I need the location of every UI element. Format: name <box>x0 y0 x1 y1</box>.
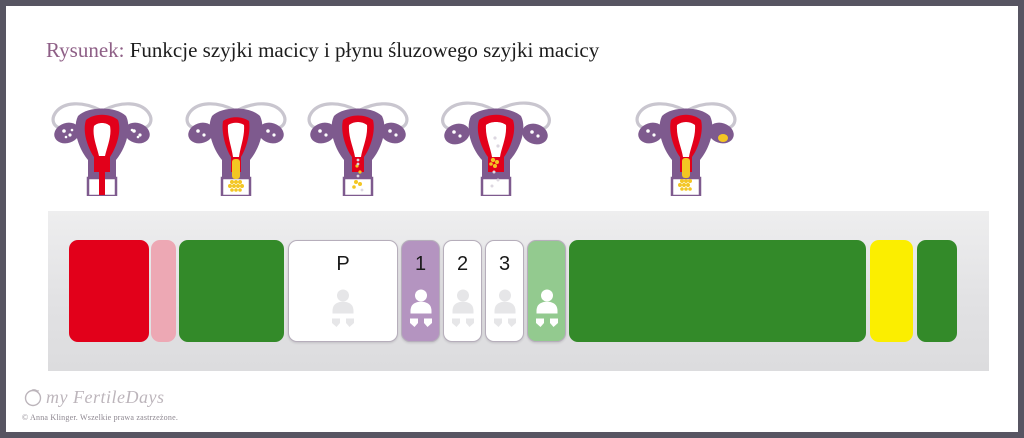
fallopian-tubes-5 <box>635 102 737 130</box>
fallopian-tubes-4 <box>441 101 551 131</box>
uterine-cavity-2 <box>227 122 245 157</box>
brand-logo-text: my FertileDays <box>46 386 165 407</box>
sperm-path-4 <box>490 136 500 188</box>
uterus-diagram-2 <box>185 102 287 196</box>
cell-peak-p[interactable]: P <box>288 240 398 342</box>
cell-post-peak[interactable] <box>527 240 566 342</box>
uterus-diagram-1 <box>51 102 153 196</box>
cervical-mucus-3 <box>352 164 362 189</box>
brand-logo: my FertileDays <box>22 384 322 410</box>
cell-infertile-dry[interactable] <box>179 240 284 342</box>
uterus-diagram-5 <box>635 102 737 196</box>
cervical-mucus-plug-5 <box>678 158 692 191</box>
uterine-cavity-3 <box>348 122 368 157</box>
uterus-diagram-4 <box>441 101 551 196</box>
vagina-4 <box>480 176 512 196</box>
cell-label: 1 <box>414 253 427 275</box>
baby-icon <box>535 289 558 327</box>
cell-infertile-luteal[interactable] <box>569 240 866 342</box>
page-title-text: Funkcje szyjki macicy i płynu śluzowego … <box>129 38 600 62</box>
ovaries-3 <box>310 122 406 144</box>
ovaries-1 <box>54 122 150 144</box>
cell-menstruation-next[interactable] <box>917 240 957 342</box>
baby-icon <box>451 289 474 327</box>
cell-fertile-2[interactable]: 2 <box>443 240 482 342</box>
copyright-text: © Anna Klinger. Wszelkie prawa zastrzeżo… <box>22 413 179 422</box>
cell-fertile-3[interactable]: 3 <box>485 240 524 342</box>
page-title: Rysunek: Funkcje szyjki macicy i płynu ś… <box>46 36 599 64</box>
cycle-timeline-panel: P 1 2 3 <box>48 211 989 371</box>
cell-label: 3 <box>498 253 511 275</box>
ovaries-5 <box>638 122 734 144</box>
uterus-diagram-3 <box>307 102 409 196</box>
cervix-dots-3 <box>356 158 364 192</box>
cell-pre-menstrual[interactable] <box>870 240 913 342</box>
cell-late-menstruation[interactable] <box>151 240 176 342</box>
baby-icon <box>332 289 354 327</box>
ring-arrow-icon <box>24 389 42 407</box>
cycle-timeline-bar-row: P 1 2 3 <box>48 211 989 371</box>
cell-label: P <box>336 253 350 275</box>
uterine-cavity-1 <box>93 123 111 156</box>
corpus-luteum-5 <box>718 134 728 142</box>
fallopian-tubes-2 <box>185 102 287 130</box>
fallopian-tubes-1 <box>51 102 153 130</box>
footer: my FertileDays © Anna Klinger. Wszelkie … <box>22 384 322 423</box>
page-title-label: Rysunek: <box>46 38 125 62</box>
vagina-3 <box>342 176 374 196</box>
fertile-mucus-4 <box>489 157 499 168</box>
baby-icon <box>493 289 516 327</box>
cell-menstruation[interactable] <box>69 240 149 342</box>
ovaries-4 <box>444 123 548 145</box>
menstrual-flow-1 <box>99 158 105 195</box>
uterine-cavity-4 <box>485 122 507 157</box>
cervical-mucus-plug-2 <box>228 159 244 192</box>
cell-fertile-1[interactable]: 1 <box>401 240 440 342</box>
uterine-cavity-5 <box>676 122 696 157</box>
ovaries-2 <box>188 122 284 144</box>
baby-icon <box>409 289 432 327</box>
cell-label: 2 <box>456 253 469 275</box>
fallopian-tubes-3 <box>307 102 409 130</box>
uterus-illustration-strip <box>6 94 1018 202</box>
